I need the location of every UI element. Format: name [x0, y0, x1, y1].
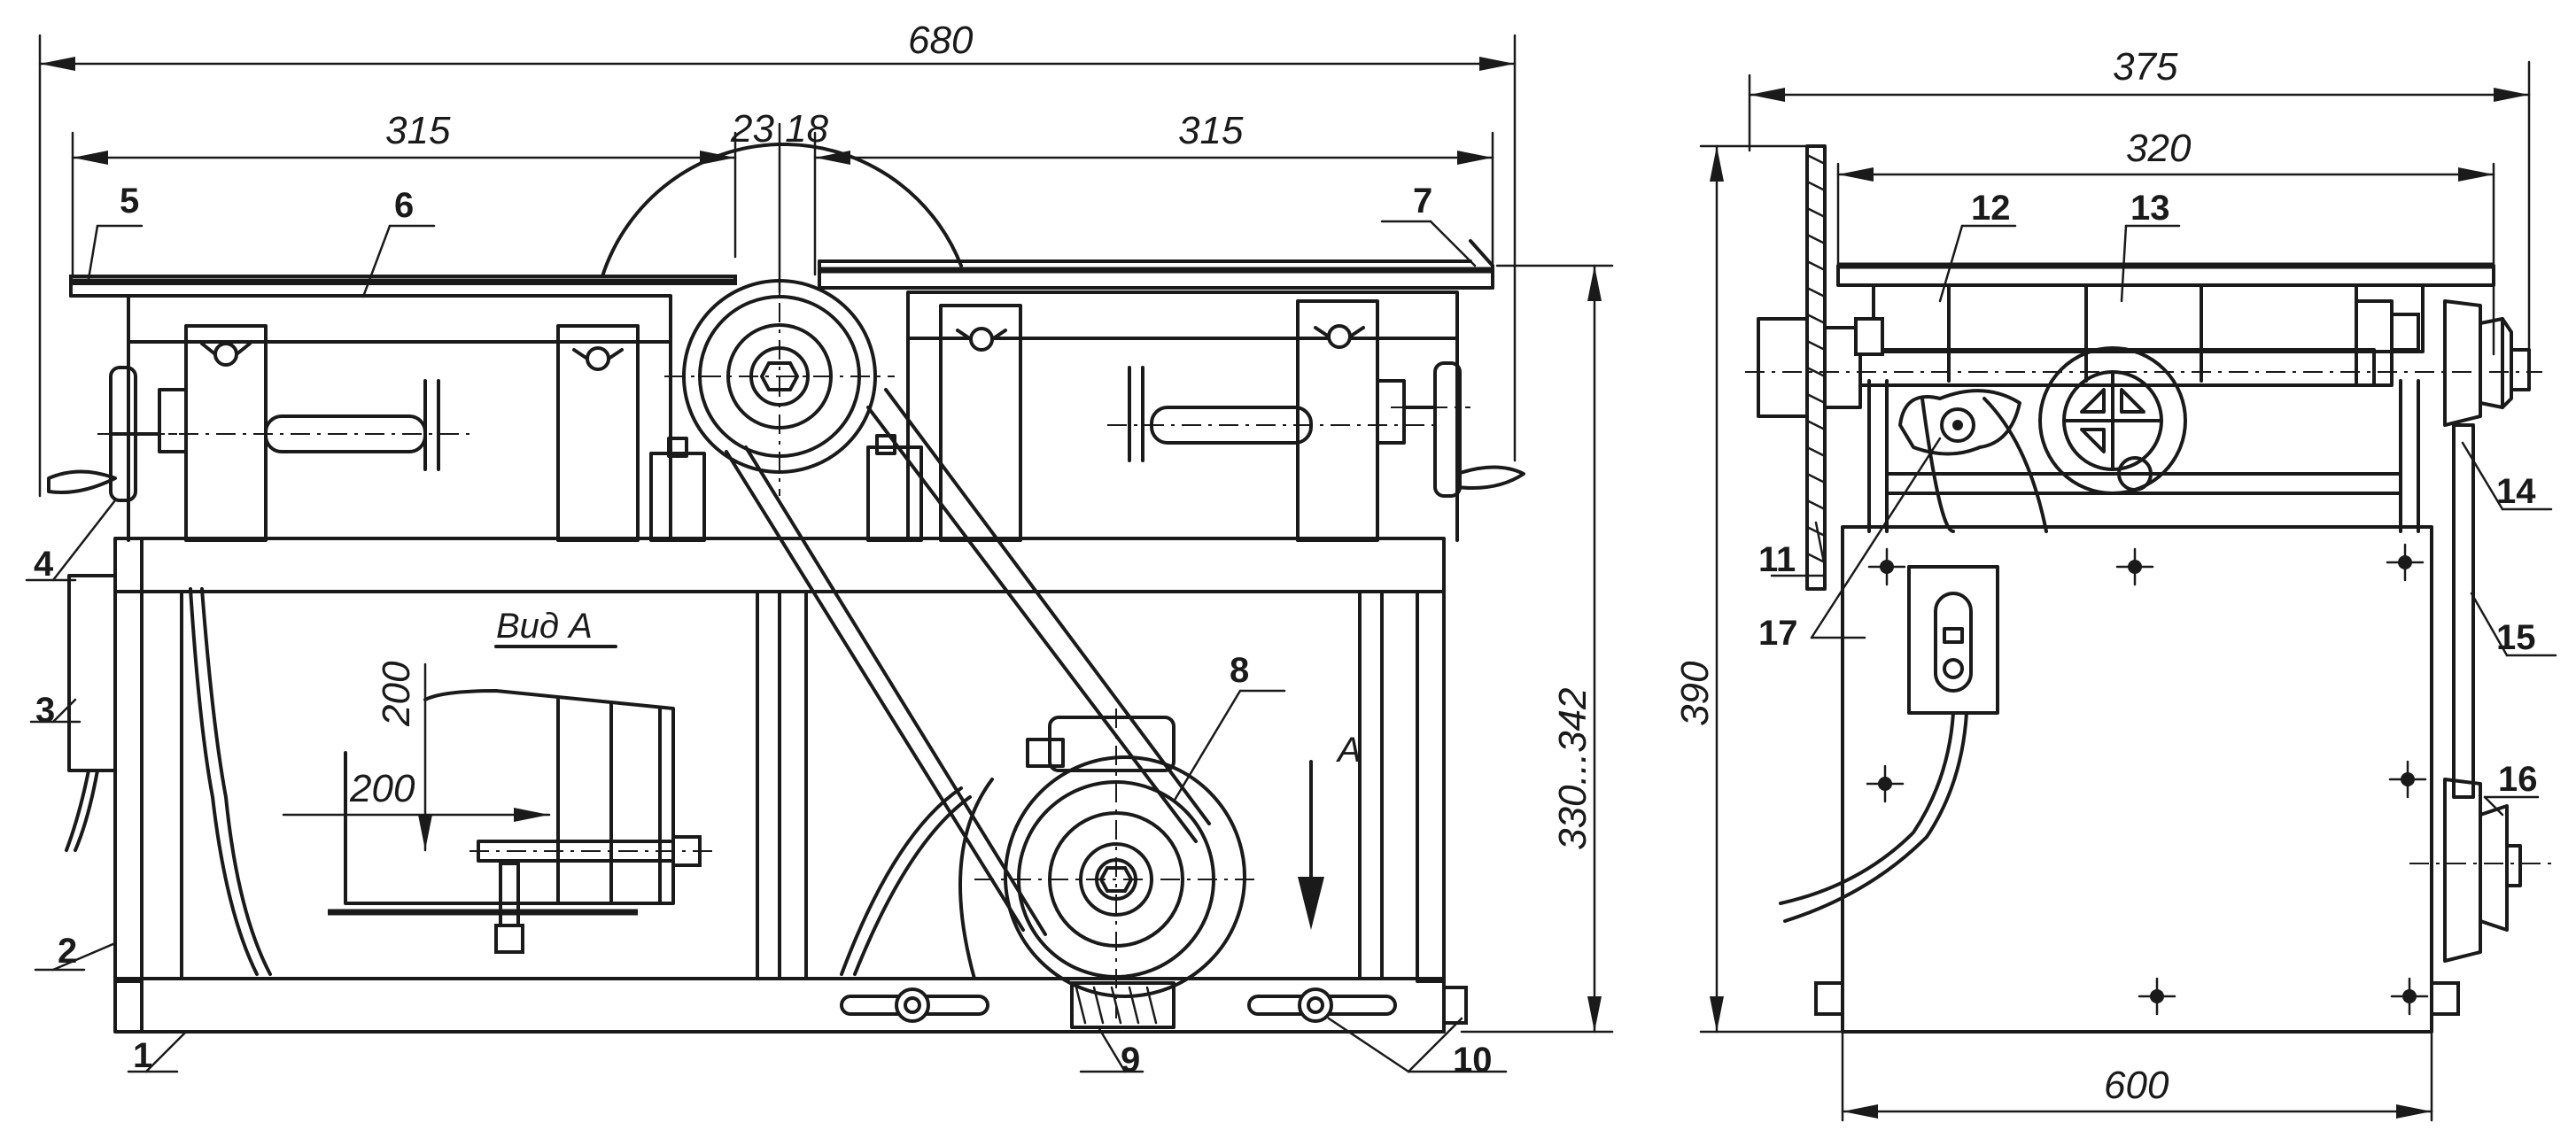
frame: [113, 537, 1446, 1034]
fastener-5: [2388, 760, 2427, 799]
callout-5: 5: [120, 182, 139, 221]
fastener-4: [1866, 764, 1905, 803]
wing-nut-3: [956, 327, 1007, 352]
side-box: [1779, 525, 2433, 1034]
dim-680: 680: [908, 19, 974, 62]
callout-6: 6: [394, 186, 414, 225]
table-tops: [69, 239, 1494, 298]
callout-1: 1: [133, 1036, 152, 1075]
dim-330-342: 330...342: [1551, 688, 1594, 851]
saw-blade: [601, 143, 963, 278]
side-pulley-top: [2443, 299, 2531, 427]
fastener-6: [2138, 977, 2176, 1016]
callout-4: 4: [34, 545, 54, 584]
dim-375: 375: [2113, 45, 2178, 89]
dim-side-overall: 375: [1748, 45, 2531, 374]
front-callouts: 1 2 3 4 5 6 7 8 9: [25, 182, 1508, 1080]
side-motor: [2038, 346, 2187, 495]
wing-nut-2: [572, 346, 624, 371]
dim-320: 320: [2126, 127, 2192, 170]
dim-200-vertical: 200: [375, 661, 418, 727]
dim-side-base: 600: [1841, 1030, 2433, 1122]
fastener-7: [2390, 977, 2429, 1016]
slot-fasteners: [840, 986, 1468, 1025]
view-arrow-a: А: [1298, 731, 1362, 930]
dim-390: 390: [1673, 661, 1717, 726]
side-belt: [2452, 423, 2475, 799]
side-view: 375 320 390 600: [1673, 45, 2557, 1122]
view-arrow-a-label: А: [1336, 731, 1362, 770]
callout-9: 9: [1121, 1041, 1140, 1080]
side-frame: [1867, 379, 2420, 533]
callout-13: 13: [2130, 189, 2170, 228]
view-a-detail: Вид А 200 200: [282, 607, 718, 954]
side-callouts: 11 12 13 14 15 16 17: [1758, 189, 2557, 817]
dim-height: 330...342: [1460, 264, 1614, 1034]
guide-shafts: [142, 366, 1435, 471]
callout-12: 12: [1971, 189, 2011, 228]
callout-15: 15: [2496, 618, 2536, 657]
callout-8: 8: [1230, 651, 1249, 690]
fastener-3: [2386, 543, 2425, 582]
callout-14: 14: [2496, 472, 2536, 511]
callout-17: 17: [1758, 614, 1798, 653]
dim-315-right: 315: [1178, 109, 1244, 152]
cable-left: [189, 587, 259, 976]
dim-overall-width: 680: [38, 19, 1517, 498]
fastener-2: [2115, 547, 2154, 586]
dim-table-widths: 315 315 23 18: [71, 107, 1494, 294]
wing-nut-1: [200, 342, 252, 367]
dim-315-left: 315: [385, 109, 451, 152]
view-a-label: Вид А: [496, 607, 593, 646]
arbor-pulley: [664, 266, 895, 496]
callout-16: 16: [2498, 760, 2538, 799]
front-view: 680 315 315 23 18: [25, 19, 1614, 1080]
dim-200-horizontal: 200: [349, 767, 415, 810]
wing-nut-4: [1314, 324, 1365, 349]
dim-side-table: 320: [1836, 127, 2495, 356]
callout-7: 7: [1413, 182, 1432, 221]
callout-2: 2: [58, 932, 77, 971]
callout-3: 3: [35, 691, 55, 730]
bearing-blocks: [649, 434, 923, 542]
side-fasteners: [1814, 543, 2460, 1016]
drive-belt: [725, 388, 1211, 936]
handle-right: [1391, 361, 1525, 498]
callout-10: 10: [1453, 1041, 1493, 1080]
fastener-1: [1867, 547, 1906, 586]
dim-side-height: 390: [1673, 144, 1844, 1034]
cable-motor: [840, 786, 963, 976]
side-pulley-bottom: [2409, 778, 2551, 963]
switch-box-left: [65, 574, 117, 852]
callout-11: 11: [1758, 540, 1796, 579]
dim-600: 600: [2104, 1064, 2169, 1107]
side-switch: [1898, 389, 2048, 533]
handle-left: [47, 366, 177, 502]
motor: [958, 709, 1258, 1029]
